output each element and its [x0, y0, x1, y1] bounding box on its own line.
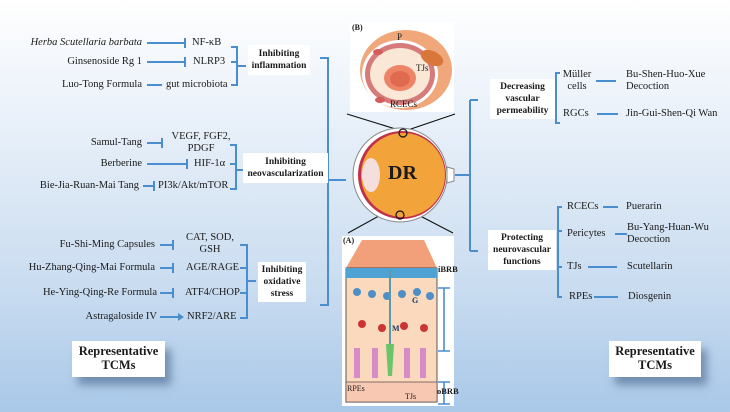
- target-nfkb: NF-κB: [192, 37, 222, 48]
- cell-rgcs: RGCs: [563, 108, 589, 119]
- cell-line: Müller: [562, 69, 592, 80]
- tcm-jin-gui-shen-qi: Jin-Gui-Shen-Qi Wan: [626, 108, 718, 119]
- target-atf4-chop: ATF4/CHOP: [185, 287, 240, 298]
- label-rpes: RPEs: [347, 384, 365, 393]
- tcm-ginsenoside: Ginsenoside Rg 1: [67, 56, 142, 67]
- target-pi3k-akt-mtor: PI3k/Akt/mTOR: [158, 180, 229, 191]
- cell-tjs: TJs: [567, 261, 582, 272]
- target-line: VEGF, FGF2,: [171, 131, 231, 142]
- eye-illustration: DR: [348, 120, 456, 230]
- protecting-neurovascular-functions-box: Protecting neurovascular functions: [488, 230, 556, 270]
- tcm-scutellarin: Scutellarin: [627, 261, 673, 272]
- tcm-line: Decoction: [626, 81, 670, 92]
- box-line: oxidative: [263, 277, 301, 287]
- target-line: PDGF: [187, 143, 215, 154]
- tcm-berberine: Berberine: [100, 158, 142, 169]
- inhibiting-inflammation-box: Inhibiting inflammation: [248, 45, 310, 75]
- label-tjs-a: TJs: [405, 392, 417, 401]
- target-cat-sod-gsh: CAT, SOD, GSH: [180, 232, 240, 256]
- oxidative-connectors: [160, 240, 256, 321]
- label-p: P: [397, 32, 403, 42]
- target-gut-microbiota: gut microbiota: [166, 79, 228, 90]
- label-tjs: TJs: [416, 63, 429, 73]
- representative-tcms-right: Representative TCMs: [609, 341, 701, 377]
- panel-b-tag: (B): [352, 23, 363, 32]
- tcm-puerarin: Puerarin: [626, 201, 662, 212]
- box-line: Inhibiting: [265, 157, 306, 167]
- inhibiting-oxidative-stress-box: Inhibiting oxidative stress: [258, 262, 306, 302]
- label-obrb: oBRB: [437, 386, 459, 396]
- tcm-bie-jia-ruan-mai: Bie-Jia-Ruan-Mai Tang: [39, 180, 139, 191]
- tcm-astragaloside: Astragaloside IV: [85, 311, 157, 322]
- target-age-rage: AGE/RAGE: [186, 262, 240, 273]
- decreasing-vascular-permeability-box: Decreasing vascular permeability: [490, 79, 555, 119]
- box-line: inflammation: [251, 61, 307, 71]
- tcm-line: Decoction: [627, 234, 671, 245]
- box-line: Decreasing: [500, 82, 545, 92]
- left-main-bracket: [320, 57, 346, 306]
- tcm-hu-zhang-qing-mai: Hu-Zhang-Qing-Mai Formula: [28, 262, 155, 273]
- box-line: neurovascular: [493, 245, 551, 255]
- label-rcecs: RCECs: [390, 99, 418, 109]
- vessel-illustration: [360, 30, 452, 110]
- tcm-line: TCMs: [101, 358, 136, 372]
- right-main-bracket: [455, 99, 478, 252]
- box-line: Inhibiting: [261, 265, 303, 275]
- cell-rcecs: RCECs: [567, 201, 599, 212]
- target-nrf2-are: NRF2/ARE: [187, 311, 237, 322]
- panel-a-retina-layers: (A) G M RPEs TJs: [342, 236, 454, 406]
- label-m: M: [392, 324, 400, 333]
- box-line: functions: [503, 257, 541, 267]
- target-vegf-fgf2-pdgf: VEGF, FGF2, PDGF: [168, 131, 234, 155]
- tcm-luo-tong: Luo-Tong Formula: [61, 79, 142, 90]
- cell-rpes: RPEs: [569, 291, 593, 302]
- label-g: G: [412, 296, 419, 305]
- panel-a-tag: (A): [343, 236, 355, 245]
- inhibiting-neovascularization-box: Inhibiting neovascularization: [243, 153, 328, 183]
- cell-muller: Müller cells: [560, 69, 594, 93]
- panel-b-vessel-cross-section: (B) P TJs RCECs: [350, 22, 454, 112]
- cell-line: cells: [567, 81, 587, 92]
- tcm-line: Bu-Shen-Huo-Xue: [626, 69, 706, 80]
- box-line: vascular: [505, 94, 540, 104]
- tcm-line: Representative: [78, 344, 159, 358]
- tcm-line: Bu-Yang-Huan-Wu: [627, 222, 709, 233]
- eye-icon: [352, 127, 455, 223]
- tcm-line: TCMs: [637, 358, 673, 372]
- tcm-bu-yang-huan-wu: Bu-Yang-Huan-Wu Decoction: [627, 222, 709, 246]
- dr-label: DR: [388, 162, 417, 184]
- cell-pericytes: Pericytes: [567, 228, 606, 239]
- retina-illustration: [345, 240, 438, 403]
- box-line: Inhibiting: [258, 49, 300, 59]
- neovascularization-connectors: [143, 138, 244, 191]
- tcm-fu-shi-ming: Fu-Shi-Ming Capsules: [59, 239, 155, 250]
- box-line: Protecting: [500, 233, 544, 243]
- target-line: GSH: [199, 244, 221, 255]
- inflammation-connectors: [147, 38, 246, 86]
- tcm-diosgenin: Diosgenin: [628, 291, 672, 302]
- label-ibrb: iBRB: [438, 264, 458, 274]
- target-nlrp3: NLRP3: [193, 56, 226, 67]
- representative-tcms-left: Representative TCMs: [72, 341, 165, 377]
- box-line: permeability: [496, 106, 549, 116]
- box-line: neovascularization: [247, 169, 324, 179]
- tcm-herba-scutellaria: Herba Scutellaria barbata: [30, 37, 142, 48]
- target-line: CAT, SOD,: [186, 232, 234, 243]
- tcm-line: Representative: [615, 344, 695, 358]
- brb-brackets: [438, 287, 450, 405]
- tcm-he-ying-qing-re: He-Ying-Qing-Re Formula: [42, 287, 157, 298]
- tcm-samul-tang: Samul-Tang: [90, 137, 142, 148]
- tcm-bu-shen-huo-xue: Bu-Shen-Huo-Xue Decoction: [626, 69, 705, 93]
- box-line: stress: [270, 289, 294, 299]
- target-hif1a: HIF-1α: [194, 158, 226, 169]
